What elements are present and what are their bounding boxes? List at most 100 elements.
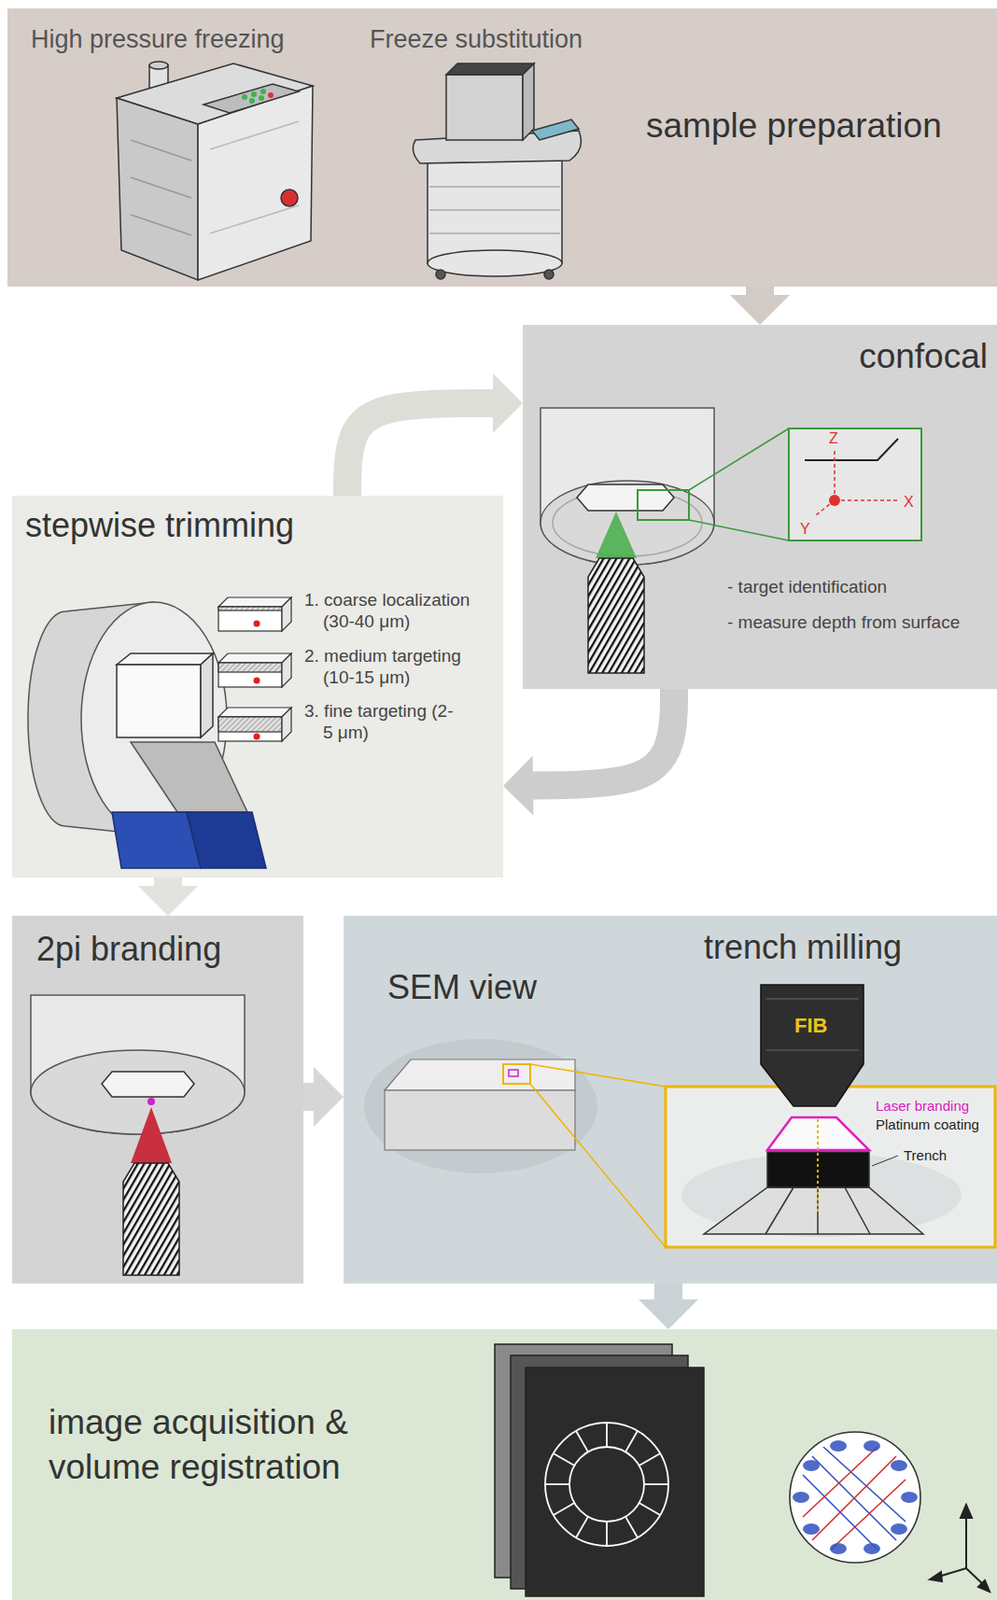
trimming-steps-part	[218, 662, 282, 673]
label-holder: FIB	[794, 1013, 828, 1039]
trench-milling-inset-part	[765, 997, 859, 1000]
registered-volume-part	[802, 1523, 820, 1535]
freeze-substitution-unit-part	[532, 119, 579, 141]
text-holder: trench milling	[703, 926, 902, 968]
confocal-microscope	[540, 407, 922, 674]
flow-arrow	[138, 877, 198, 916]
trench-milling-inset-part	[767, 1117, 870, 1151]
freeze-substitution-unit-part	[446, 63, 534, 75]
label-holder: Y	[800, 519, 811, 538]
callout-label: Z	[828, 429, 839, 448]
registered-volume-part	[792, 1491, 810, 1503]
flow-arrow	[638, 1283, 699, 1330]
image-stack-part	[494, 1344, 673, 1578]
callout-label: X	[903, 492, 914, 511]
confocal-microscope-part	[552, 489, 703, 557]
sem-view-part	[384, 1059, 576, 1091]
flow-arrow	[730, 286, 790, 325]
arrow-head	[138, 885, 198, 916]
sem-view-part	[508, 1069, 519, 1077]
axis-symbol-part	[978, 1580, 990, 1592]
axis-symbol-part	[965, 1514, 968, 1569]
two-photon-microscope-part	[30, 1050, 245, 1135]
freezer-machine-part	[116, 63, 313, 125]
arrow-head	[730, 294, 790, 325]
text-holder: 2. medium targeting (10-15 μm)	[304, 645, 496, 689]
arrow-shaft	[154, 877, 183, 886]
cell-ring-part	[625, 1516, 638, 1539]
cell-ring-part	[553, 1502, 576, 1516]
registered-volume-part	[812, 1456, 897, 1541]
trimming-steps-part	[253, 620, 261, 628]
text-holder: - measure depth from surface	[727, 612, 960, 634]
image-stack-part	[510, 1355, 689, 1589]
arrow-shaft	[654, 1283, 683, 1300]
cell-ring-part	[545, 1422, 669, 1546]
label-holder: Laser branding	[875, 1097, 969, 1115]
cell-ring-part	[625, 1431, 638, 1453]
flow-arrow	[303, 1067, 344, 1127]
freeze-substitution-unit-part	[412, 130, 581, 164]
registered-volume-part	[829, 1543, 847, 1555]
arrow-head	[492, 373, 523, 434]
trimming-steps-part	[218, 707, 292, 717]
callout-label: Laser branding	[875, 1097, 969, 1115]
registered-volume-part	[830, 1479, 906, 1550]
confocal-microscope-part	[540, 407, 715, 565]
ultramicrotome-part	[116, 653, 213, 665]
freezer-machine-part	[149, 65, 169, 92]
registered-volume-part	[789, 1432, 921, 1563]
image-stack	[494, 1344, 704, 1597]
flow-arrow	[503, 688, 675, 816]
trimming-steps-part	[218, 716, 282, 732]
label-holder: X	[903, 492, 914, 511]
ultramicrotome-part	[81, 602, 227, 836]
label-holder: Z	[828, 429, 839, 448]
ultramicrotome-part	[112, 812, 201, 869]
arrow-shaft	[533, 688, 675, 787]
trench-milling-inset-part	[665, 1086, 996, 1248]
step-note: - measure depth from surface	[727, 612, 960, 634]
ultramicrotome-part	[116, 664, 201, 738]
workflow-panel: confocal- target identification- measure…	[522, 324, 997, 689]
confocal-microscope-part	[688, 428, 789, 491]
trimming-steps-part	[218, 662, 282, 688]
freezer-machine-part	[197, 85, 313, 281]
text-holder: High pressure freezing	[30, 24, 285, 55]
trench-milling-inset-part	[681, 1152, 962, 1237]
text-holder: 2pi branding	[36, 928, 222, 969]
trench-milling-inset-part	[844, 1187, 871, 1235]
arrow-head	[503, 756, 534, 816]
two-photon-microscope-part	[101, 1071, 195, 1097]
freezer-machine-part	[130, 140, 192, 161]
trimming-steps	[218, 597, 292, 742]
ultramicrotome-part	[130, 742, 248, 813]
step-note: - target identification	[727, 576, 887, 599]
registered-volume-part	[829, 1440, 847, 1452]
confocal-microscope-part	[833, 450, 836, 501]
trench-milling-inset-part	[816, 1119, 819, 1214]
sem-view	[364, 1039, 666, 1248]
freezer-machine-part	[267, 92, 274, 99]
trench-milling-inset-part	[816, 1187, 819, 1235]
freezer-machine-part	[130, 214, 192, 236]
confocal-microscope-part	[595, 511, 637, 559]
trimming-steps-part	[218, 716, 282, 742]
panel-heading: 2pi branding	[36, 928, 222, 969]
trimming-steps-part	[218, 606, 282, 611]
flow-arrow	[347, 373, 523, 496]
confocal-microscope-part	[540, 480, 715, 565]
confocal-microscope-part	[804, 438, 899, 461]
trimming-steps-part	[218, 606, 282, 632]
axis-symbol	[929, 1504, 990, 1592]
two-photon-microscope-part	[123, 1163, 180, 1276]
confocal-microscope-part	[688, 519, 789, 541]
freeze-substitution-unit-part	[544, 269, 554, 280]
ultramicrotome	[28, 602, 267, 869]
text-holder: - target identification	[727, 576, 887, 599]
freezer-machine-part	[210, 121, 299, 150]
panel-heading: image acquisition & volume registration	[48, 1400, 422, 1490]
